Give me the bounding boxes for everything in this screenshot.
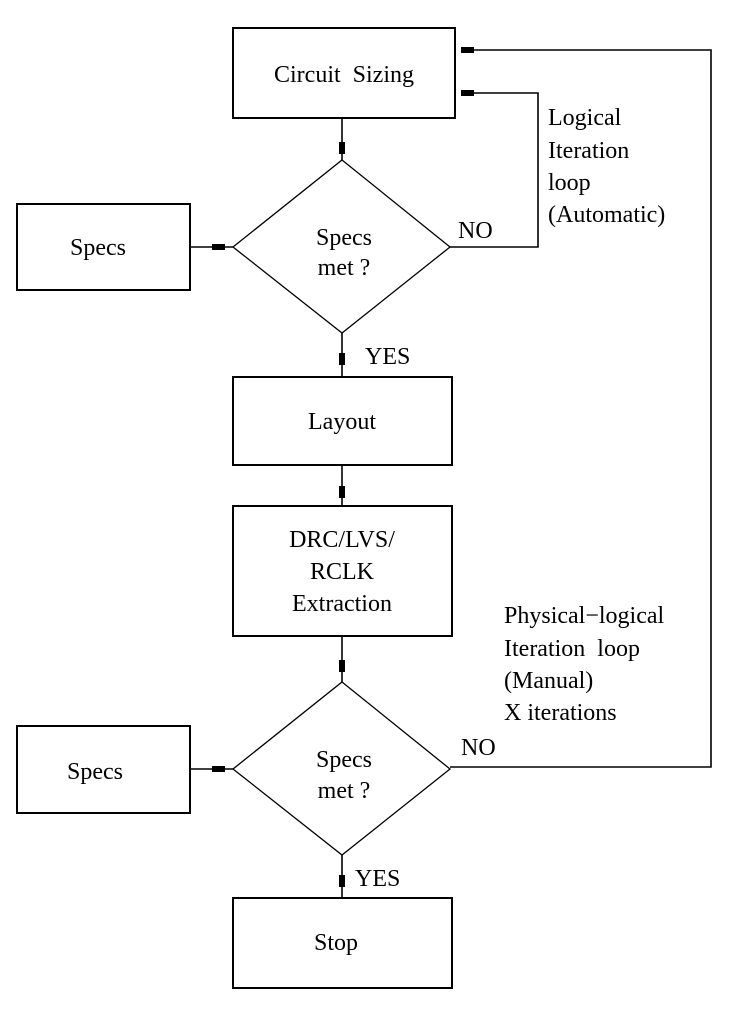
decision-2-label-line-2: met ? (318, 778, 371, 804)
decision-1-label-line-1: Specs (316, 225, 372, 251)
physical-loop-annotation: Physical−logical Iteration loop (Manual)… (504, 603, 665, 726)
edge-label-no-2: NO (461, 735, 496, 761)
circuit-sizing-box: Circuit Sizing (232, 27, 456, 119)
edge-label-yes-1: YES (365, 344, 410, 370)
logical-loop-annotation: Logical Iteration loop (Automatic) (548, 105, 665, 228)
edge-label-yes-2: YES (355, 866, 400, 892)
specs-input-label-1: Specs (70, 235, 126, 261)
layout-box: Layout (232, 376, 453, 466)
decision-diamond-1: Specs met ? (231, 159, 452, 334)
stop-box: Stop (232, 897, 453, 989)
circuit-sizing-label: Circuit Sizing (274, 62, 414, 88)
arrowhead-dot (339, 875, 345, 887)
edge-no-physical-loop (450, 49, 712, 768)
arrowhead-dot (461, 90, 474, 96)
arrowhead-dot (212, 766, 225, 772)
decision-diamond-2: Specs met ? (231, 681, 452, 856)
arrowhead-dot (461, 47, 474, 53)
stop-label: Stop (314, 930, 358, 956)
extraction-label-line-3: Extraction (292, 591, 392, 617)
arrowhead-dot (339, 486, 345, 498)
extraction-label-line-2: RCLK (310, 559, 375, 585)
arrowhead-dot (339, 353, 345, 365)
arrowhead-dot (339, 660, 345, 672)
edge-no-logical-loop (450, 92, 539, 248)
arrowhead-dot (212, 244, 225, 250)
physical-loop-line-4: X iterations (504, 700, 617, 726)
edge-label-no-1: NO (458, 218, 493, 244)
physical-loop-line-2: Iteration loop (504, 636, 640, 662)
connector-dots (212, 47, 474, 887)
layout-label: Layout (308, 409, 376, 435)
arrowhead-dot (339, 142, 345, 154)
physical-loop-line-1: Physical−logical (504, 603, 665, 629)
decision-2-label-line-1: Specs (316, 747, 372, 773)
specs-input-box-1: Specs (16, 203, 191, 291)
physical-loop-line-3: (Manual) (504, 668, 593, 694)
logical-loop-line-2: Iteration (548, 138, 629, 164)
decision-1-label-line-2: met ? (318, 255, 371, 281)
specs-input-box-2: Specs (16, 725, 191, 814)
logical-loop-line-4: (Automatic) (548, 202, 665, 228)
logical-loop-line-1: Logical (548, 105, 622, 131)
logical-loop-line-3: loop (548, 170, 591, 196)
extraction-box: DRC/LVS/ RCLK Extraction (232, 505, 453, 637)
extraction-label-line-1: DRC/LVS/ (289, 527, 395, 553)
specs-input-label-2: Specs (67, 759, 123, 785)
